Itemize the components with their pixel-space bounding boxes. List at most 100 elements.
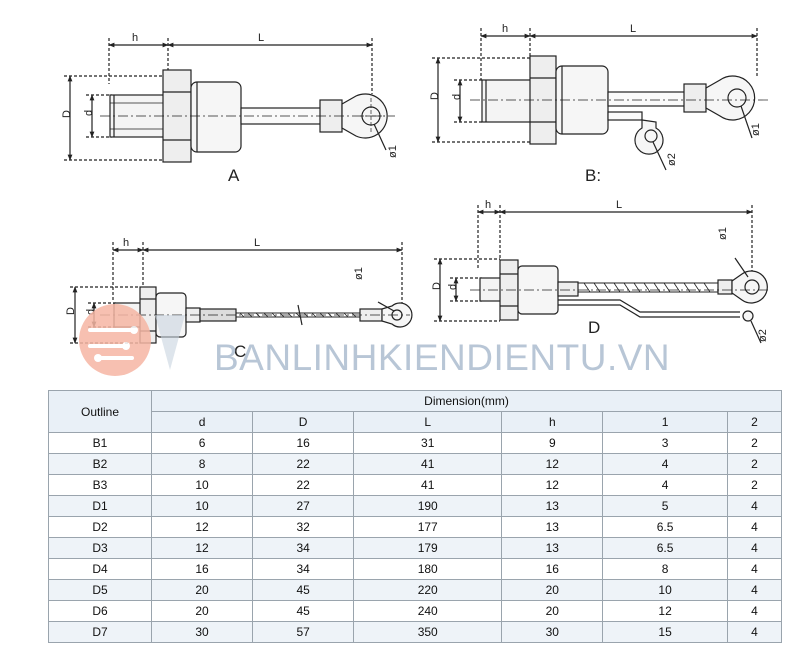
dimension-cell: 4 — [602, 474, 728, 496]
drawing-d-variant-label: D — [588, 318, 600, 337]
drawing-c-phi1-label: ø1 — [353, 267, 365, 280]
dimension-cell: 16 — [501, 558, 604, 580]
drawing-b-phi1-label: ø1 — [750, 123, 762, 136]
drawing-c-l-label: L — [254, 237, 260, 249]
dimension-cell: 12 — [501, 453, 604, 475]
outline-cell: D5 — [48, 579, 152, 601]
dimension-cell: 16 — [150, 558, 254, 580]
outline-cell: D3 — [48, 537, 152, 559]
dimension-cell: 57 — [252, 621, 355, 643]
dimension-cell: 41 — [353, 474, 503, 496]
dimension-cell: 20 — [501, 600, 604, 622]
dimension-cell: 31 — [353, 432, 503, 454]
dimension-cell: 45 — [252, 579, 355, 601]
outline-cell: D6 — [48, 600, 152, 622]
dimension-cell: 41 — [353, 453, 503, 475]
dimension-cell: 8 — [150, 453, 254, 475]
dimension-cell: 179 — [353, 537, 503, 559]
outline-cell: B2 — [48, 453, 152, 475]
dimension-cell: 4 — [726, 579, 783, 601]
dimension-cell: 34 — [252, 558, 355, 580]
dimension-cell: 177 — [353, 516, 503, 538]
watermark-logo — [79, 304, 185, 376]
dimension-cell: 5 — [602, 495, 728, 517]
column-header: 2 — [726, 411, 783, 433]
dimension-cell: 45 — [252, 600, 355, 622]
dimension-cell: 6.5 — [602, 516, 728, 538]
dimension-cell: 10 — [150, 474, 254, 496]
drawing-a-l-label: L — [258, 32, 264, 44]
outline-cell: B1 — [48, 432, 152, 454]
dimension-cell: 190 — [353, 495, 503, 517]
dimension-cell: 9 — [501, 432, 604, 454]
outline-cell: D4 — [48, 558, 152, 580]
drawing-a-d-inner-label: d — [83, 110, 95, 116]
dimension-cell: 8 — [602, 558, 728, 580]
column-header: D — [252, 411, 355, 433]
dimension-cell: 10 — [602, 579, 728, 601]
dimension-cell: 13 — [501, 516, 604, 538]
dimension-cell: 4 — [602, 453, 728, 475]
drawing-d-l-label: L — [616, 199, 622, 211]
dimension-cell: 16 — [252, 432, 355, 454]
drawing-a — [64, 38, 395, 163]
dimension-cell: 30 — [150, 621, 254, 643]
dimension-cell: 20 — [501, 579, 604, 601]
drawing-b-h-label: h — [502, 23, 508, 35]
dimension-cell: 4 — [726, 558, 783, 580]
dimension-cell: 10 — [150, 495, 254, 517]
drawing-b-phi2-label: ø2 — [666, 153, 678, 166]
dimension-cell: 6.5 — [602, 537, 728, 559]
drawing-d — [434, 205, 770, 344]
outline-cell: B3 — [48, 474, 152, 496]
drawing-a-phi1-label: ø1 — [387, 145, 399, 158]
dimension-cell: 4 — [726, 621, 783, 643]
dimension-cell: 12 — [150, 537, 254, 559]
dimension-cell: 30 — [501, 621, 604, 643]
dimension-cell: 2 — [726, 432, 783, 454]
dimension-cell: 20 — [150, 579, 254, 601]
outline-cell: D2 — [48, 516, 152, 538]
watermark-text: BANLINHKIENDIENTU.VN — [214, 337, 671, 378]
drawing-a-variant-label: A — [228, 166, 240, 185]
drawing-c-h-label: h — [123, 237, 129, 249]
drawing-a-h-label: h — [132, 32, 138, 44]
dimension-cell: 240 — [353, 600, 503, 622]
drawing-b-d-outer-label: D — [429, 92, 441, 100]
dimension-cell: 2 — [726, 453, 783, 475]
drawing-b-d-inner-label: d — [451, 94, 463, 100]
dimension-cell: 4 — [726, 537, 783, 559]
dimension-cell: 13 — [501, 495, 604, 517]
drawing-d-d-outer-label: D — [431, 282, 443, 290]
drawing-c-variant-label: C — [234, 342, 246, 361]
dimension-cell: 12 — [501, 474, 604, 496]
dimension-cell: 6 — [150, 432, 254, 454]
drawing-c-d-inner-label: d — [85, 309, 97, 315]
dimension-cell: 22 — [252, 453, 355, 475]
column-header: L — [353, 411, 503, 433]
dimension-cell: 32 — [252, 516, 355, 538]
dimension-cell: 3 — [602, 432, 728, 454]
drawing-d-h-label: h — [485, 199, 491, 211]
drawing-d-phi1-label: ø1 — [717, 227, 729, 240]
column-header: 1 — [602, 411, 728, 433]
dimension-cell: 20 — [150, 600, 254, 622]
dimension-cell: 12 — [150, 516, 254, 538]
dimension-group-header: Dimension(mm) — [151, 390, 782, 412]
drawing-a-d-outer-label: D — [61, 110, 73, 118]
outline-header: Outline — [48, 390, 152, 433]
dimension-cell: 15 — [602, 621, 728, 643]
drawing-b — [432, 28, 770, 171]
drawing-c-d-outer-label: D — [65, 307, 77, 315]
dimension-cell: 12 — [602, 600, 728, 622]
outline-cell: D7 — [48, 621, 152, 643]
